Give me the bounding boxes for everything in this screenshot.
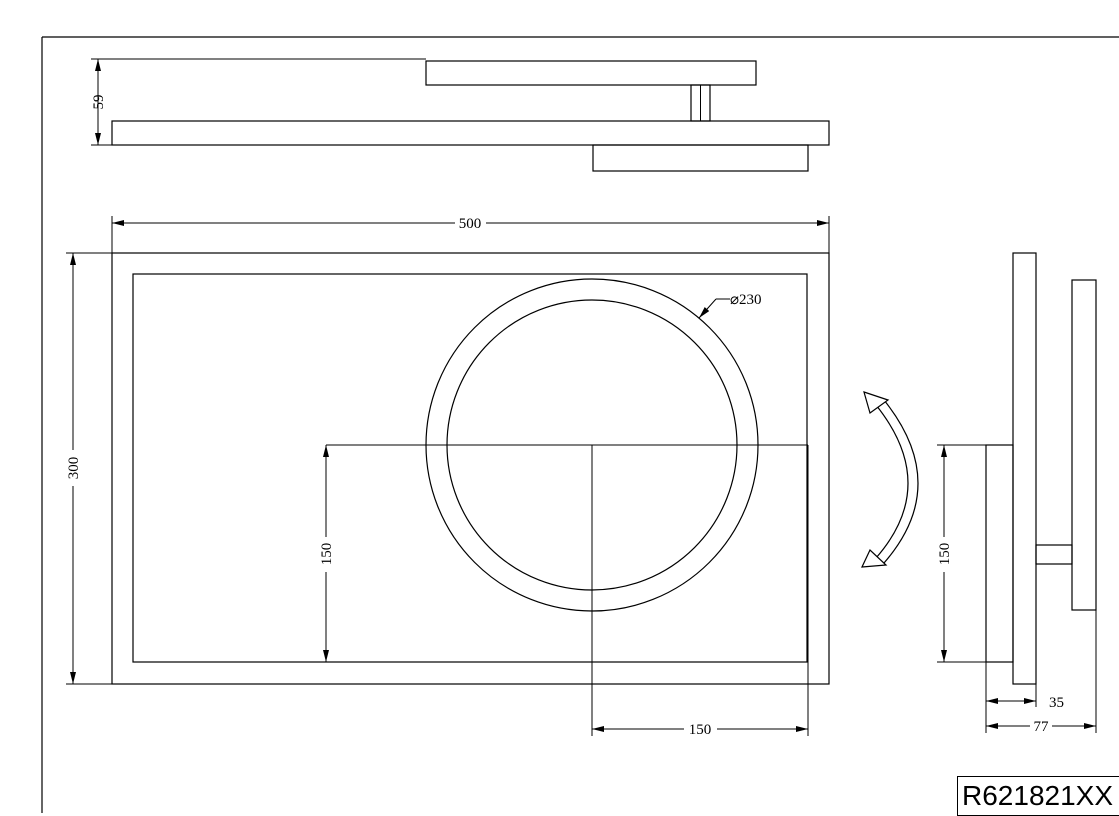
dim-side-center-height: 150 — [937, 543, 953, 566]
drawing-frame — [41, 36, 1119, 813]
dim-ring-center-height: 150 — [319, 543, 335, 566]
part-number-label: R621821XX — [957, 776, 1119, 816]
dim-ring-center-offset: 150 — [689, 722, 712, 738]
dim-front-width: 500 — [459, 216, 482, 232]
dim-side-depth-total: 77 — [1034, 719, 1050, 735]
dim-ring-diameter: ⌀230 — [730, 292, 762, 308]
dim-top-height: 59 — [91, 95, 107, 110]
side-view: 150 35 77 — [937, 252, 1097, 735]
rotation-arrow-icon — [861, 391, 919, 568]
front-view: 500 300 150 150 ⌀230 — [66, 216, 830, 738]
top-view: 59 — [91, 58, 830, 172]
dim-front-height: 300 — [66, 457, 82, 480]
dim-side-depth-inner: 35 — [1049, 695, 1064, 711]
